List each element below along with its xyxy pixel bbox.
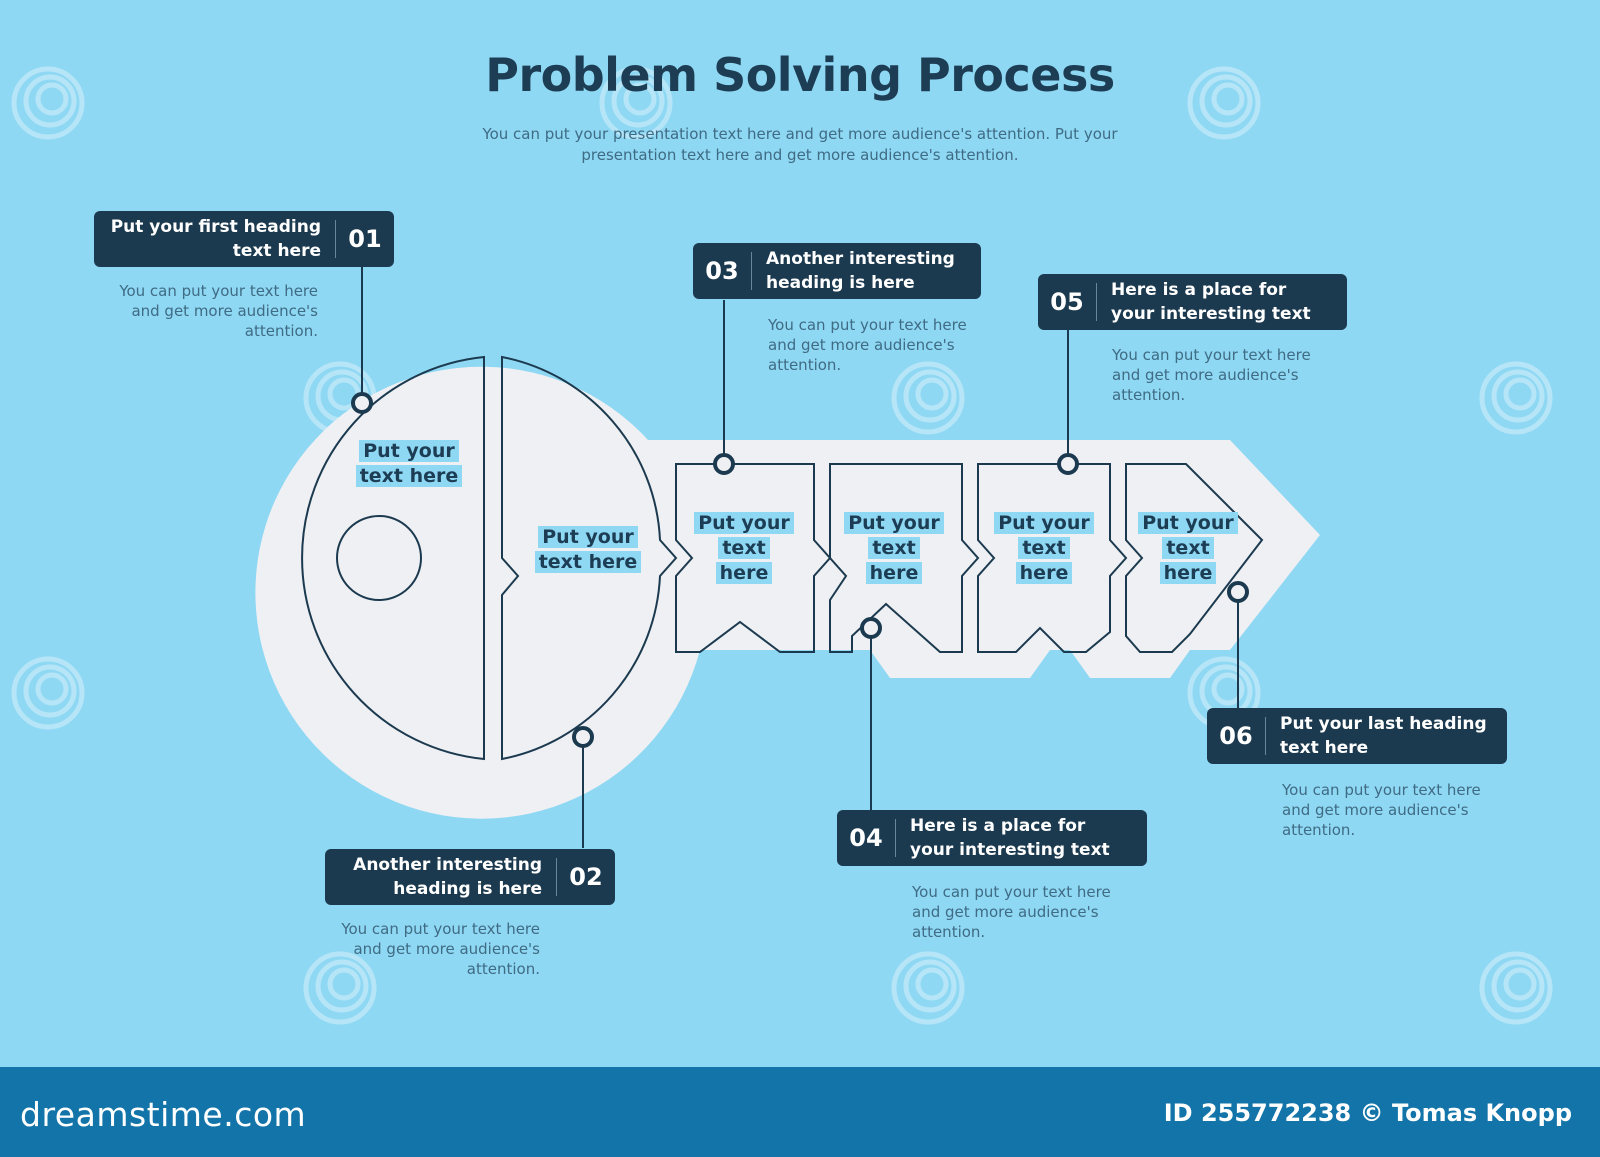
- step-01-heading-box: Put your first heading text here 01: [94, 211, 394, 267]
- spiral-icon: [599, 66, 673, 140]
- segment-label-1-text: Put your text here: [355, 440, 463, 487]
- footer-brand[interactable]: dreamstime.com: [20, 1095, 307, 1134]
- segment-label-2-text: Put your text here: [534, 526, 642, 573]
- spiral-icon: [11, 656, 85, 730]
- key-silhouette: [255, 366, 1320, 819]
- spiral-icon: [303, 951, 377, 1025]
- step-05-heading-box: 05 Here is a place for your interesting …: [1038, 274, 1347, 330]
- segment-label-3: Put your text here: [694, 511, 794, 586]
- step-01-description: You can put your text here and get more …: [119, 282, 318, 340]
- step-04-description: You can put your text here and get more …: [912, 883, 1111, 941]
- key-segment-2-outline: [501, 355, 678, 761]
- key-segment-4-outline: [829, 463, 980, 653]
- step-03-heading: Another interesting heading is here: [766, 249, 955, 293]
- step-03-number: 03: [705, 257, 739, 285]
- step-05-heading: Here is a place for your interesting tex…: [1111, 280, 1311, 324]
- segment-label-5: Put your text here: [994, 511, 1094, 586]
- spiral-icon: [891, 951, 965, 1025]
- step-06-heading: Put your last heading text here: [1280, 714, 1487, 758]
- segment-label-5-text: Put your text here: [994, 512, 1094, 584]
- page-subtitle: You can put your presentation text here …: [482, 125, 1118, 164]
- step-01-separator: [335, 220, 336, 258]
- segment-label-1: Put your text here: [350, 439, 468, 489]
- step-05-number: 05: [1050, 288, 1084, 316]
- step-05-separator: [1096, 283, 1097, 321]
- segment-label-2: Put your text here: [527, 525, 649, 575]
- key-segment-5-outline: [977, 463, 1128, 653]
- step-04-number: 04: [849, 824, 883, 852]
- key-segment-3-outline: [675, 463, 832, 653]
- footer-credit: ID 255772238 © Tomas Knopp: [1163, 1099, 1572, 1127]
- spiral-icon: [1479, 361, 1553, 435]
- step-06-description: You can put your text here and get more …: [1282, 781, 1481, 839]
- step-02-heading-box: Another interesting heading is here 02: [325, 849, 615, 905]
- step-03-heading-box: 03 Another interesting heading is here: [693, 243, 981, 299]
- connector-dot-06: [1227, 581, 1249, 603]
- segment-label-6-text: Put your text here: [1138, 512, 1238, 584]
- segment-label-3-text: Put your text here: [694, 512, 794, 584]
- step-03-description: You can put your text here and get more …: [768, 316, 967, 374]
- step-04-heading: Here is a place for your interesting tex…: [910, 816, 1110, 860]
- key-diagram: [255, 267, 1320, 848]
- step-06-number: 06: [1219, 722, 1253, 750]
- step-01-number: 01: [348, 225, 382, 253]
- page-title: Problem Solving Process: [485, 48, 1115, 102]
- segment-label-6: Put your text here: [1138, 511, 1238, 586]
- step-02-heading: Another interesting heading is here: [353, 855, 542, 899]
- step-04-heading-box: 04 Here is a place for your interesting …: [837, 810, 1147, 866]
- spiral-icon: [891, 361, 965, 435]
- step-02-description: You can put your text here and get more …: [341, 920, 540, 978]
- step-06-separator: [1265, 717, 1266, 755]
- segment-label-4-text: Put your text here: [844, 512, 944, 584]
- step-02-number: 02: [569, 863, 603, 891]
- spiral-icon: [11, 66, 85, 140]
- spiral-icon: [1479, 951, 1553, 1025]
- step-02-separator: [556, 858, 557, 896]
- connector-dot-04: [860, 617, 882, 639]
- segment-label-4: Put your text here: [844, 511, 944, 586]
- key-segment-1-outline: [301, 355, 485, 761]
- key-hole: [336, 515, 422, 601]
- spiral-icon: [1187, 66, 1261, 140]
- step-06-heading-box: 06 Put your last heading text here: [1207, 708, 1507, 764]
- step-04-separator: [895, 819, 896, 857]
- connector-dot-02: [572, 726, 594, 748]
- connector-dot-03: [713, 453, 735, 475]
- connector-dot-05: [1057, 453, 1079, 475]
- step-03-separator: [751, 252, 752, 290]
- footer-bar: dreamstime.com ID 255772238 © Tomas Knop…: [0, 1067, 1600, 1157]
- connector-dot-01: [351, 392, 373, 414]
- step-01-heading: Put your first heading text here: [110, 217, 321, 261]
- step-05-description: You can put your text here and get more …: [1112, 346, 1311, 404]
